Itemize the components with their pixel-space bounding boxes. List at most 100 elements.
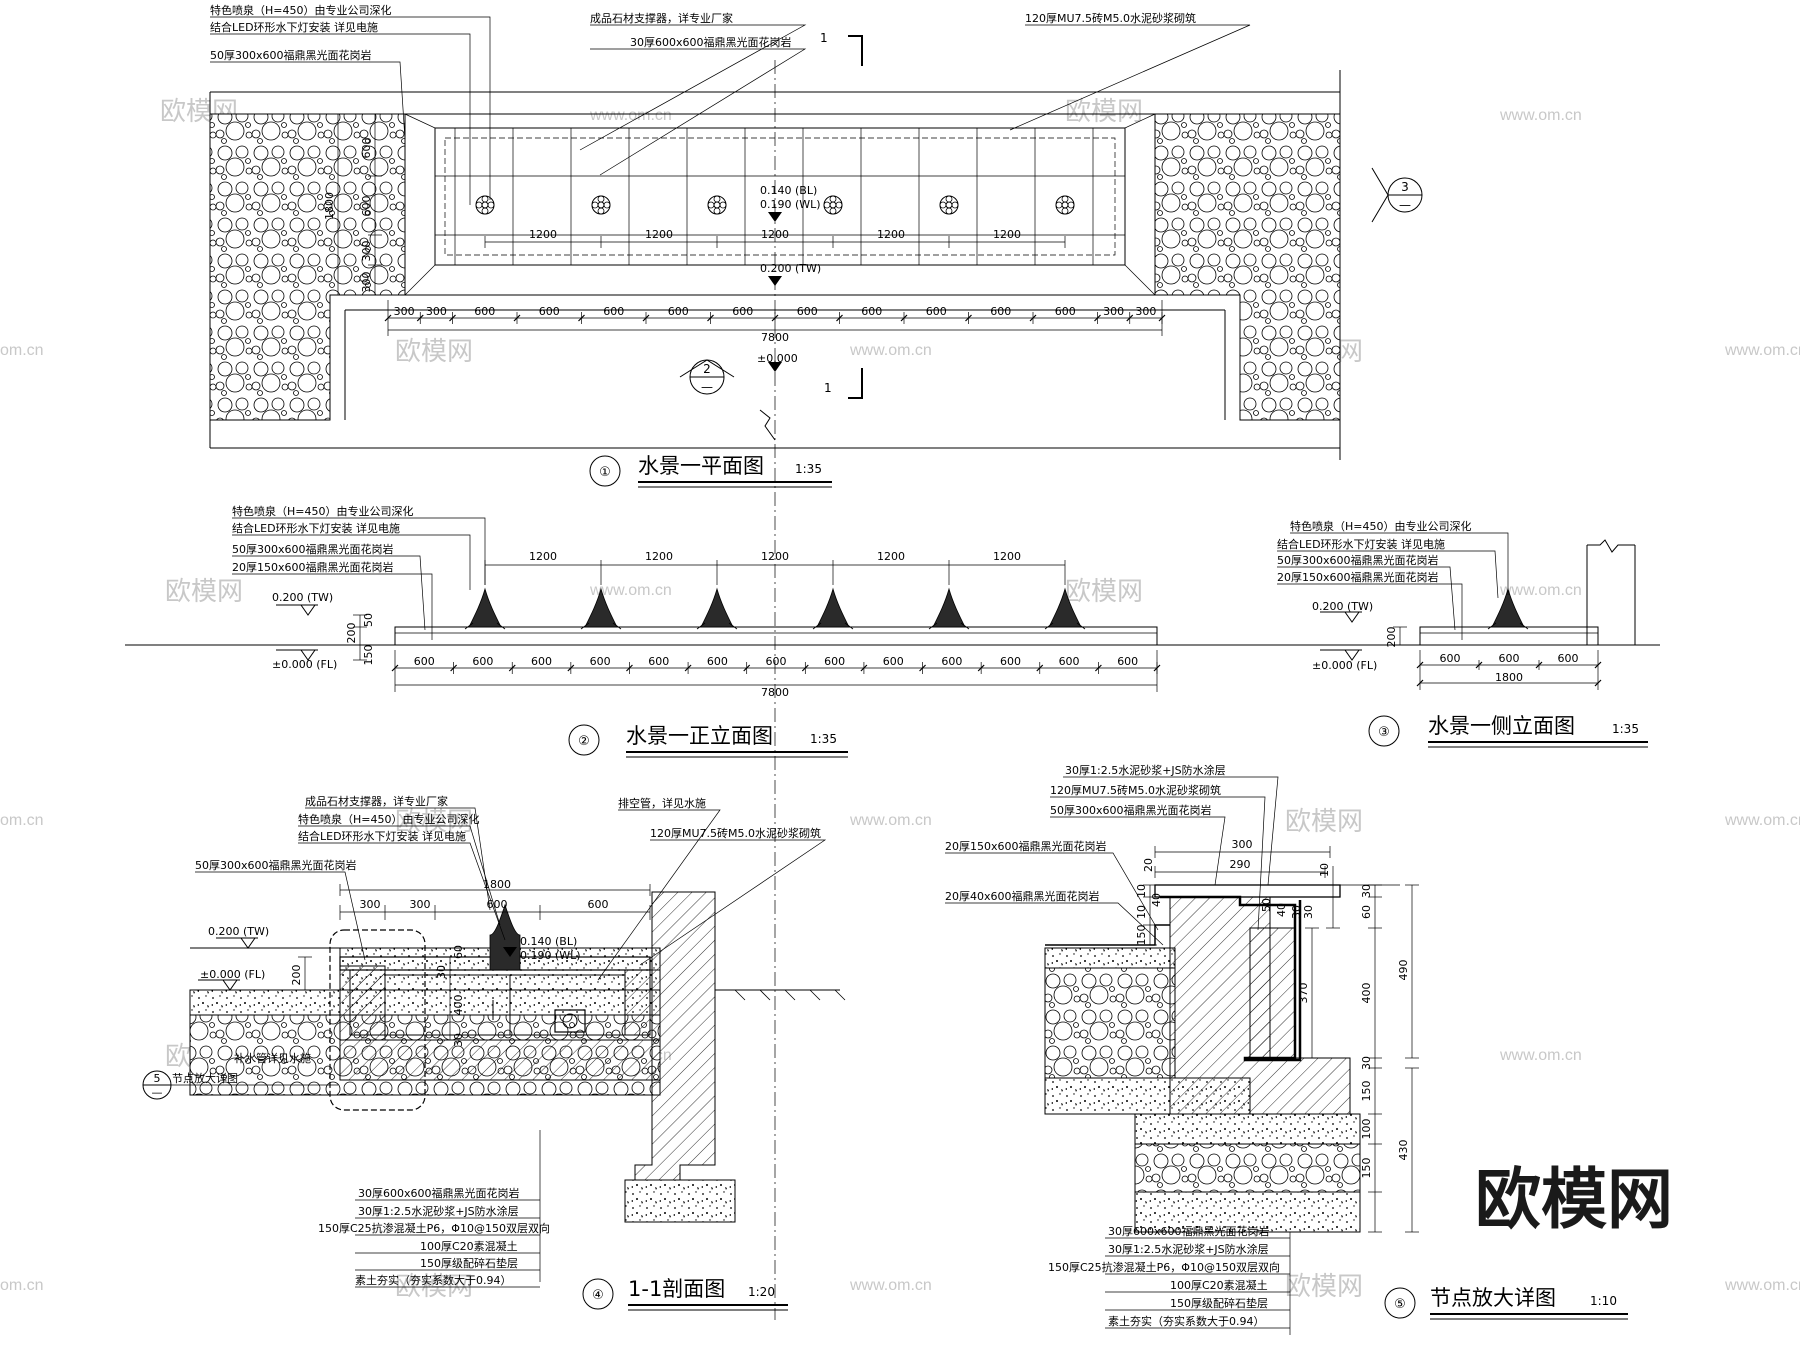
level-text: 0.190 (WL) [760,198,821,211]
detail-concrete-left [1044,947,1176,969]
dim-text: 600 [487,898,508,911]
side-label: 结合LED环形水下灯安装 详见电施 [1277,537,1445,551]
view-title: ② 水景一正立面图 1:35 [568,724,848,758]
plan-label: 成品石材支撑器，详专业厂家 [590,11,733,25]
dim-text: 600 [1000,655,1021,668]
detail-concrete-base [1134,1113,1361,1145]
layer-label: 30厚600x600福鼎黑光面花岗岩 [1108,1224,1270,1238]
dim-text: 600 [883,655,904,668]
front-label: 结合LED环形水下灯安装 详见电施 [232,521,400,535]
dim-text: 30 [1360,884,1373,898]
section-footing-pad [624,1179,736,1223]
dim-text: 600 [926,305,947,318]
layer-label: 150厚级配碎石垫层 [1170,1296,1268,1310]
level-text: 0.200 (TW) [1312,600,1373,613]
dim-text: 1200 [645,228,673,241]
total-dim: 1800 [1495,671,1523,684]
level-text: 0.200 (TW) [208,925,269,938]
callout-number: 2 [703,362,711,376]
dim-text: 40 [1275,903,1288,917]
fountain-plan-icon [823,195,843,215]
detail-callout-boundary [329,929,426,1111]
dim-text: 600 [1558,652,1579,665]
side-label: 20厚150x600福鼎黑光面花岗岩 [1277,570,1439,584]
detail-label: 20厚40x600福鼎黑光面花岗岩 [945,889,1100,903]
detail-ref-sub: — [152,1086,163,1099]
level-text: ±0.000 (FL) [272,658,337,671]
dim-text: 100 [1360,1119,1373,1140]
dim-text: 600 [648,655,669,668]
watermark: www.om.cn [849,1277,932,1294]
watermark: www.om.cn [849,812,932,829]
plan-label: 120厚MU7.5砖M5.0水泥砂浆砌筑 [1025,11,1196,25]
layer-label: 100厚C20素混凝土 [420,1239,518,1253]
layer-label: 150厚C25抗渗混凝土P6，Φ10@150双层双向 [318,1221,550,1235]
fountain-jet-icon [928,588,970,630]
dim-text: 150 [1360,1158,1373,1179]
dim-text: 1800 [483,878,511,891]
dim-text: 1200 [877,550,905,563]
side-label: 50厚300x600福鼎黑光面花岗岩 [1277,553,1439,567]
dim-text: 30 [452,1033,465,1047]
view-number: ③ [1378,725,1390,740]
level-marker-icon [1319,611,1363,623]
dim-text: 600 [797,305,818,318]
watermark: 欧模网 [1285,1271,1363,1301]
fountain-jet-icon [696,588,738,630]
dim-text: 600 [588,898,609,911]
view-scale: 1:20 [748,1285,775,1299]
fountain-plan-icon [707,195,727,215]
layer-label: 150厚C25抗渗混凝土P6，Φ10@150双层双向 [1048,1260,1280,1274]
watermark: 欧模网 [395,806,473,836]
watermark: www.om.cn [1499,107,1582,124]
dim-text: 600 [1059,655,1080,668]
level-text: ±0.000 (FL) [1312,659,1377,672]
dim-text: 20 [1142,858,1155,872]
watermark: www.om.cn [1499,1047,1582,1064]
detail-label: 20厚150x600福鼎黑光面花岗岩 [945,839,1107,853]
plan-label: 30厚600x600福鼎黑光面花岗岩 [630,35,792,49]
layer-label: 素土夯实（夯实系数大于0.94） [355,1273,512,1287]
dim-text: 600 [1055,305,1076,318]
front-label: 20厚150x600福鼎黑光面花岗岩 [232,560,394,574]
view-title-text: 节点放大详图 [1430,1286,1556,1310]
dim-text: 600 [472,655,493,668]
plan-label: 特色喷泉（H=450）由专业公司深化 [210,3,391,17]
plan-label: 结合LED环形水下灯安装 详见电施 [210,20,378,34]
dim-text: 1200 [993,550,1021,563]
plan-label: 50厚300x600福鼎黑光面花岗岩 [210,48,372,62]
dim-text: 300 [1135,305,1156,318]
callout-2-icon: 2 — [679,359,735,395]
dim-text: 300 [360,272,373,293]
detail-pebble-base [1134,1143,1361,1193]
dim-text: 600 [990,305,1011,318]
dim-text: 300 [360,241,373,262]
callout-3-icon: 3 — [1371,167,1423,223]
watermark: om.cn [0,812,44,829]
pool-coping [404,113,1156,296]
dim-text: 1200 [645,550,673,563]
section-label: 成品石材支撑器，详专业厂家 [305,794,448,808]
watermark: www.om.cn [849,342,932,359]
watermark: 欧模网 [395,336,473,366]
detail-coping [1154,884,1341,898]
watermark: www.om.cn [1499,582,1582,599]
plan-view: 1200 1200 1200 1200 1200 0.140 (BL) 0.19… [209,3,1423,1320]
detail-gravel-base [1134,1191,1361,1233]
dim-text: 600 [360,196,373,217]
section-basin [384,974,626,1036]
dim-text: 600 [861,305,882,318]
dim-text: 30 [1302,905,1315,919]
dim-text: 600 [603,305,624,318]
front-label: 特色喷泉（H=450）由专业公司深化 [232,504,413,518]
front-coping [394,626,1158,646]
watermark: om.cn [0,1277,44,1294]
pump-icon [554,1009,586,1033]
detail-label: 50厚300x600福鼎黑光面花岗岩 [1050,803,1212,817]
section-label: 结合LED环形水下灯安装 详见电施 [298,829,466,843]
layer-label: 150厚级配碎石垫层 [420,1256,518,1270]
view-title-text: 1-1剖面图 [628,1277,725,1301]
view-scale: 1:35 [795,462,822,476]
layer-label: 素土夯实（夯实系数大于0.94） [1108,1314,1265,1328]
